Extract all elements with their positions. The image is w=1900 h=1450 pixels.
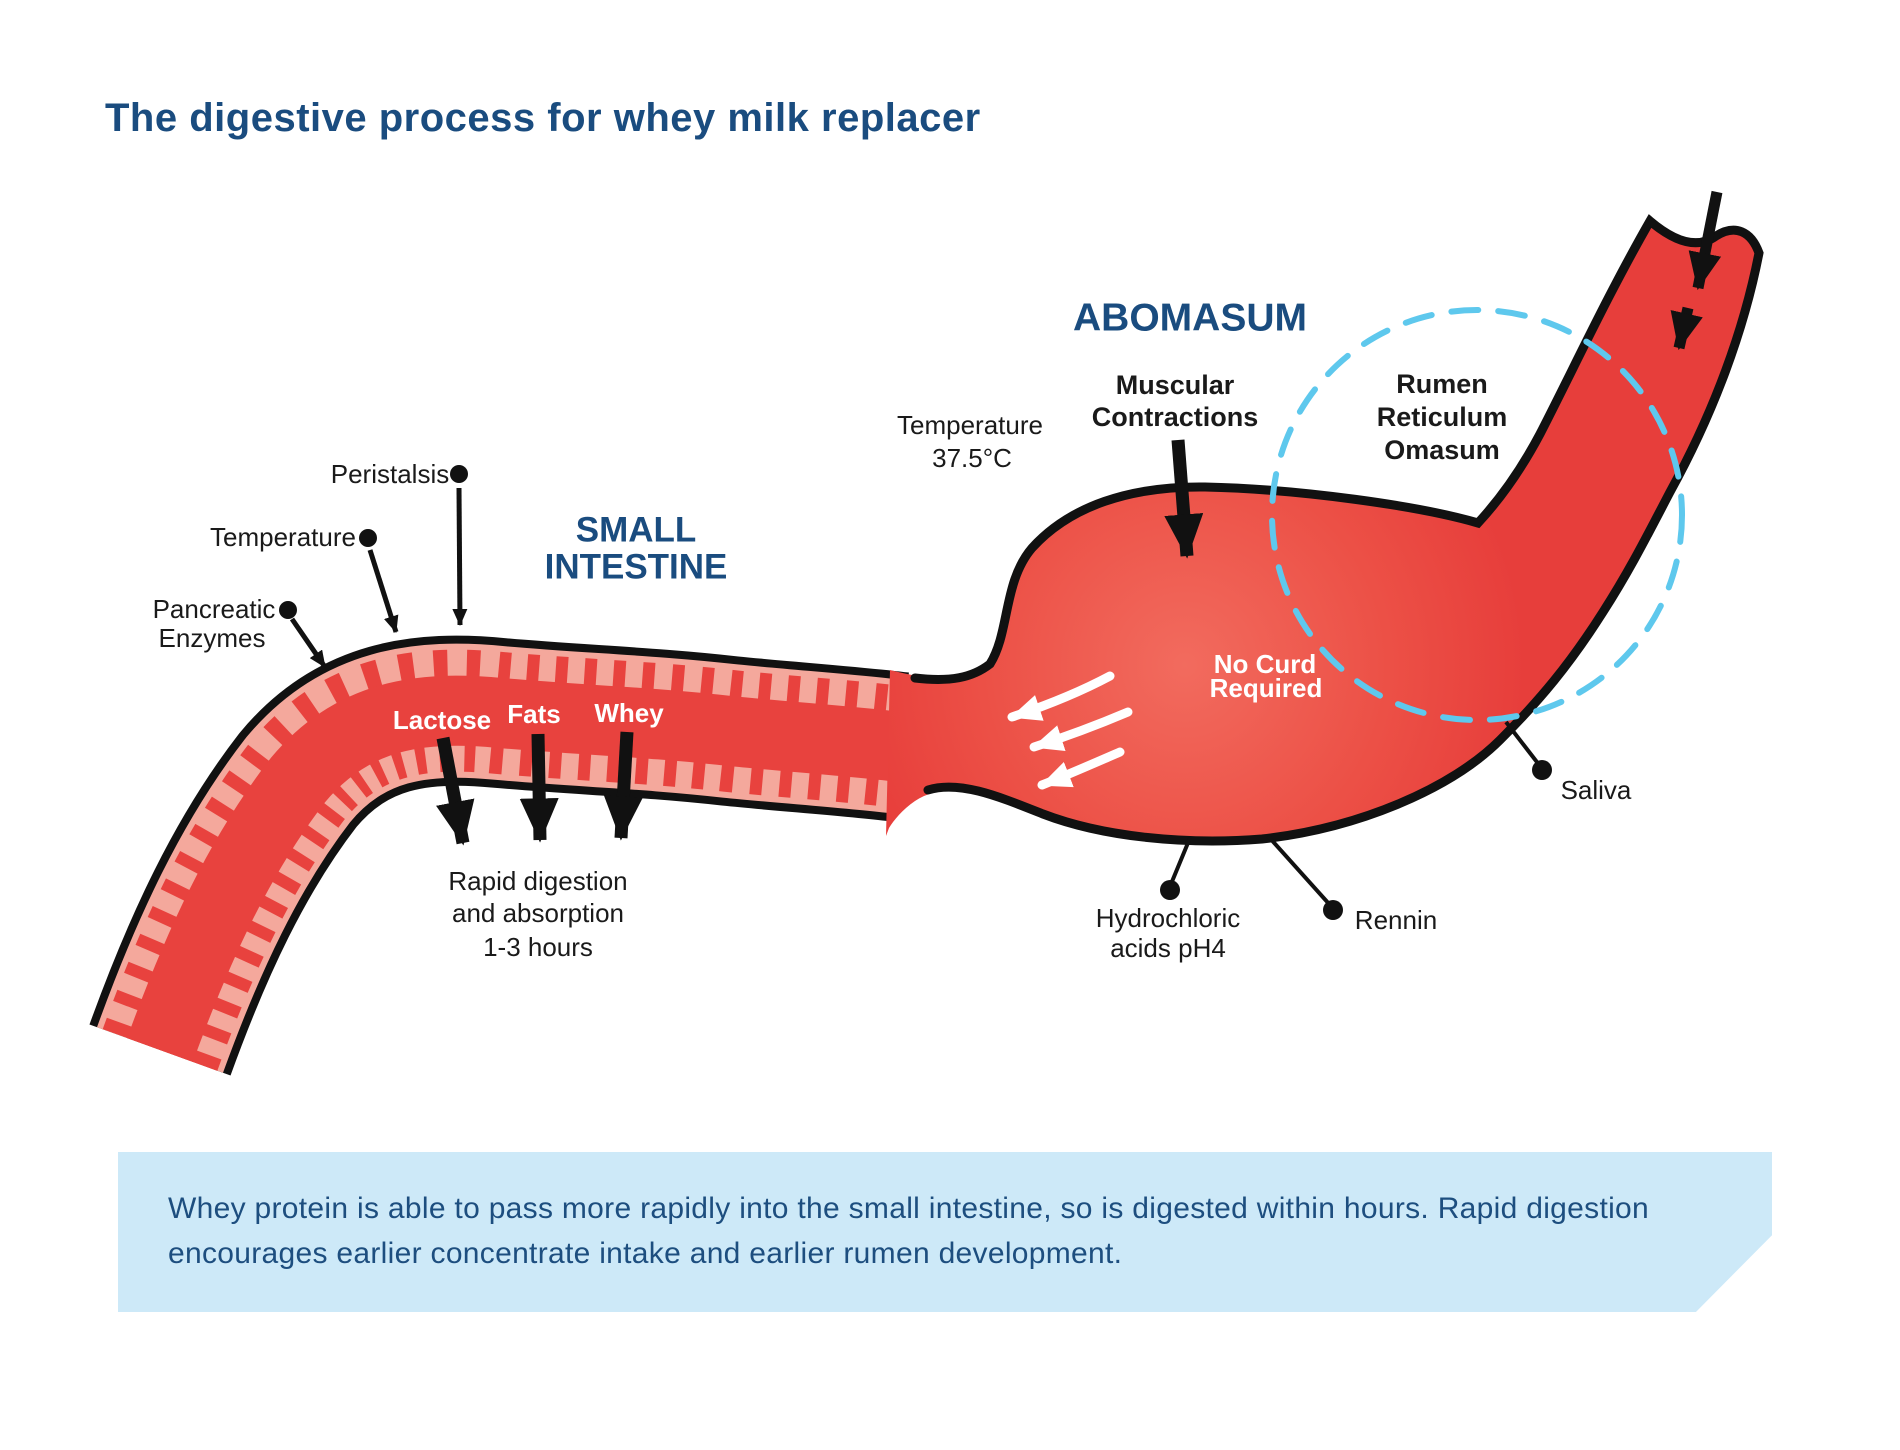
hydrochloric-label-line1: Hydrochloric <box>1096 903 1241 933</box>
rapid-digestion-line2: and absorption <box>452 898 624 928</box>
summary-note-text: Whey protein is able to pass more rapidl… <box>168 1192 1650 1270</box>
rumen-label-line2: Reticulum <box>1377 402 1508 432</box>
hydrochloric-label-line2: acids pH4 <box>1110 933 1226 963</box>
page-title: The digestive process for whey milk repl… <box>105 96 981 140</box>
muscular-contractions-arrow <box>1164 439 1204 559</box>
flow-arrow-2 <box>1029 707 1133 752</box>
small-intestine-heading-line1: SMALL <box>576 511 697 550</box>
intestine-core <box>127 675 905 1062</box>
absorption-arrows <box>436 731 643 846</box>
rennin-dot <box>1323 900 1343 920</box>
whey-label: Whey <box>594 698 664 728</box>
temperature-arrow <box>367 549 399 633</box>
diagram-labels: SMALL INTESTINE ABOMASUM Peristalsis Tem… <box>153 297 1632 964</box>
no-curd-label-line1: No Curd <box>1214 649 1317 679</box>
pancreatic-label-line1: Pancreatic <box>153 594 276 624</box>
abomasum-oesophagus-fill <box>886 221 1759 841</box>
rennin-label: Rennin <box>1355 905 1437 935</box>
flow-arrow-1 <box>1007 671 1115 722</box>
rumen-label-line3: Omasum <box>1384 435 1500 465</box>
saliva-label: Saliva <box>1561 775 1632 805</box>
pancreatic-dot <box>279 601 297 619</box>
entry-arrow-upper <box>1688 190 1723 291</box>
abomasum-leaders <box>1160 720 1552 920</box>
abomasum-heading: ABOMASUM <box>1073 297 1307 340</box>
hydrochloric-line <box>1169 837 1192 885</box>
muscular-label-line2: Contractions <box>1092 402 1259 432</box>
temperature-abomasum-line2: 37.5°C <box>932 443 1012 473</box>
saliva-dot <box>1532 760 1552 780</box>
rennin-line <box>1266 834 1332 907</box>
flow-into-intestine-arrows <box>1007 671 1133 790</box>
fats-arrow <box>519 733 559 843</box>
flow-arrow-3 <box>1037 747 1125 790</box>
lactose-arrow <box>436 736 475 846</box>
oesophagus-entry-arrows <box>1670 190 1723 351</box>
rapid-digestion-line3: 1-3 hours <box>483 932 593 962</box>
rumen-label-line1: Rumen <box>1396 369 1488 399</box>
muscular-label-line1: Muscular <box>1116 370 1235 400</box>
temperature-abomasum-line1: Temperature <box>897 410 1043 440</box>
pancreatic-label-line2: Enzymes <box>159 623 266 653</box>
rumen-dashed-circle <box>1269 307 1685 723</box>
fats-label: Fats <box>507 699 560 729</box>
temperature-left-label: Temperature <box>210 522 356 552</box>
intestine-factor-pointers <box>279 465 468 669</box>
temperature-dot <box>359 529 377 547</box>
entry-arrow-lower <box>1670 306 1703 351</box>
whey-arrow <box>603 731 643 841</box>
hydrochloric-dot <box>1160 880 1180 900</box>
peristalsis-dot <box>450 465 468 483</box>
rapid-digestion-line1: Rapid digestion <box>448 866 627 896</box>
saliva-line <box>1504 720 1542 768</box>
peristalsis-label: Peristalsis <box>331 459 449 489</box>
pancreatic-arrow <box>289 617 328 669</box>
small-intestine-heading-line2: INTESTINE <box>545 548 728 587</box>
summary-note-box: Whey protein is able to pass more rapidl… <box>118 1152 1772 1312</box>
abomasum-oesophagus-outline <box>910 214 1764 846</box>
small-intestine-tube <box>89 635 909 1076</box>
no-curd-label-line2: Required <box>1210 673 1323 703</box>
lactose-label: Lactose <box>393 705 491 735</box>
peristalsis-arrow <box>452 487 468 626</box>
